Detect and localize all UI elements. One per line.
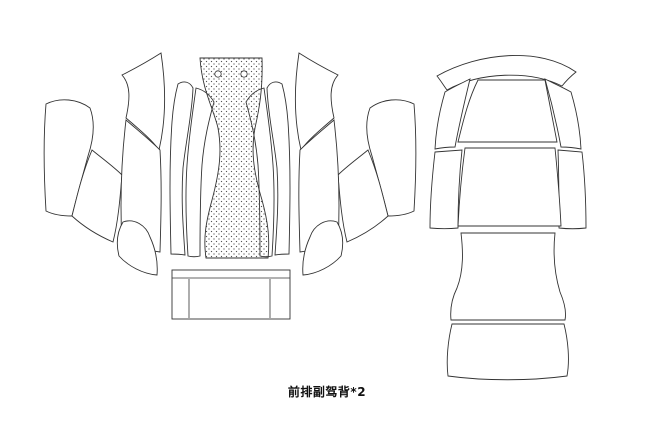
headrest-guide-hole-left [214, 70, 222, 78]
upper-center-panel [457, 79, 558, 143]
headrest-guide-hole-right [240, 70, 248, 78]
side-strip-inner-left [169, 81, 194, 256]
right-pattern-set [429, 55, 587, 381]
side-strip-inner-right [266, 81, 291, 256]
lower-back-panel [450, 232, 566, 321]
right-half-pieces [245, 52, 417, 276]
upper-frame-right [544, 78, 582, 150]
side-strip-outer-left [120, 119, 162, 253]
left-half-pieces [43, 52, 215, 276]
small-tab-left [116, 220, 158, 276]
outer-bolster-left [71, 149, 123, 243]
outer-bolster-right [337, 149, 389, 243]
upper-frame-left [434, 78, 471, 150]
mid-frame-right [557, 149, 587, 230]
lower-skirt-panel [171, 269, 291, 320]
top-headrest-band [436, 55, 577, 91]
perforated-center-insert [199, 57, 270, 259]
mid-frame-left [429, 149, 463, 230]
left-pattern-set [43, 52, 417, 320]
small-tab-right [302, 220, 344, 276]
pattern-caption: 前排副驾背*2 [287, 385, 367, 399]
mid-center-panel [457, 147, 562, 227]
bottom-pocket-panel [446, 323, 569, 381]
side-strip-outer-right [298, 119, 340, 253]
